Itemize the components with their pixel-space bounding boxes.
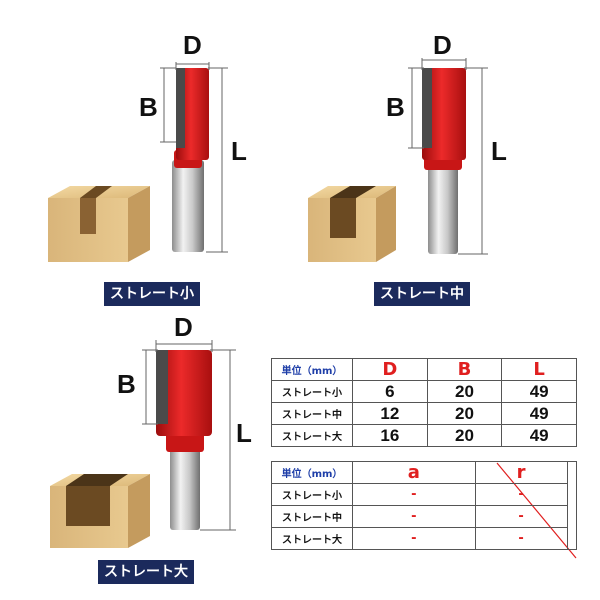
table-row: ストレート小 - - bbox=[271, 483, 577, 506]
dimension-label-b: B bbox=[139, 92, 158, 122]
dimension-label-d: D bbox=[183, 30, 202, 60]
cell-value: 6 bbox=[352, 380, 428, 403]
row-label: ストレート小 bbox=[271, 483, 353, 506]
spec-table-dimensions: 単位（mm） D B L ストレート小 6 20 49 ストレート中 12 20… bbox=[271, 358, 577, 447]
router-bit-small bbox=[172, 68, 209, 252]
cell-value: - bbox=[352, 505, 476, 528]
table-header-row: 単位（mm） D B L bbox=[271, 358, 577, 381]
cell-value: 49 bbox=[501, 402, 577, 425]
table-row: ストレート小 6 20 49 bbox=[271, 380, 577, 403]
empty-cell bbox=[566, 461, 578, 550]
cell-value: 49 bbox=[501, 380, 577, 403]
wood-block-large bbox=[50, 474, 150, 548]
column-header-l: L bbox=[501, 358, 577, 381]
dimension-label-l: L bbox=[491, 136, 507, 166]
dimension-label-d: D bbox=[433, 30, 452, 60]
column-header-a: a bbox=[352, 461, 476, 484]
cell-value: - bbox=[474, 483, 568, 506]
cell-value: 20 bbox=[426, 424, 503, 447]
bit-name-tag-small: ストレート小 bbox=[104, 282, 200, 306]
router-bit-large bbox=[156, 350, 212, 530]
column-header-r: r bbox=[474, 461, 568, 484]
dimension-label-b: B bbox=[117, 369, 136, 399]
table-row: ストレート中 12 20 49 bbox=[271, 402, 577, 425]
row-label: ストレート大 bbox=[271, 527, 353, 550]
table-row: ストレート大 16 20 49 bbox=[271, 424, 577, 447]
cell-value: - bbox=[352, 483, 476, 506]
table-row: ストレート中 - - bbox=[271, 505, 577, 528]
dim-lines-medium bbox=[408, 58, 488, 255]
cell-value: 20 bbox=[426, 402, 503, 425]
table-header-row: 単位（mm） a r bbox=[271, 461, 578, 550]
row-label: ストレート中 bbox=[271, 402, 353, 425]
cell-value: 16 bbox=[352, 424, 428, 447]
cell-value: - bbox=[474, 527, 568, 550]
cell-value: 49 bbox=[501, 424, 577, 447]
cell-value: - bbox=[474, 505, 568, 528]
bit-name-tag-medium: ストレート中 bbox=[374, 282, 470, 306]
dimension-label-d: D bbox=[174, 312, 193, 342]
unit-header: 単位（mm） bbox=[271, 358, 353, 381]
spec-table-extra: 単位（mm） a r ストレート小 - - ストレート中 - - ストレート大 … bbox=[271, 461, 578, 550]
bit-name-tag-large: ストレート大 bbox=[98, 560, 194, 584]
row-label: ストレート中 bbox=[271, 505, 353, 528]
row-label: ストレート大 bbox=[271, 424, 353, 447]
dim-lines-small bbox=[160, 62, 228, 253]
dimension-label-b: B bbox=[386, 92, 405, 122]
row-label: ストレート小 bbox=[271, 380, 353, 403]
table-row: ストレート大 - - bbox=[271, 527, 577, 550]
cell-value: 20 bbox=[426, 380, 503, 403]
cell-value: 12 bbox=[352, 402, 428, 425]
dimension-label-l: L bbox=[231, 136, 247, 166]
column-header-b: B bbox=[426, 358, 503, 381]
column-header-d: D bbox=[352, 358, 428, 381]
unit-header: 単位（mm） bbox=[271, 461, 353, 484]
router-bit-medium bbox=[422, 68, 466, 254]
cell-value: - bbox=[352, 527, 476, 550]
wood-block-medium bbox=[308, 186, 396, 262]
dimension-label-l: L bbox=[236, 418, 252, 448]
dim-lines-large bbox=[142, 340, 236, 531]
wood-block-small bbox=[48, 186, 150, 262]
